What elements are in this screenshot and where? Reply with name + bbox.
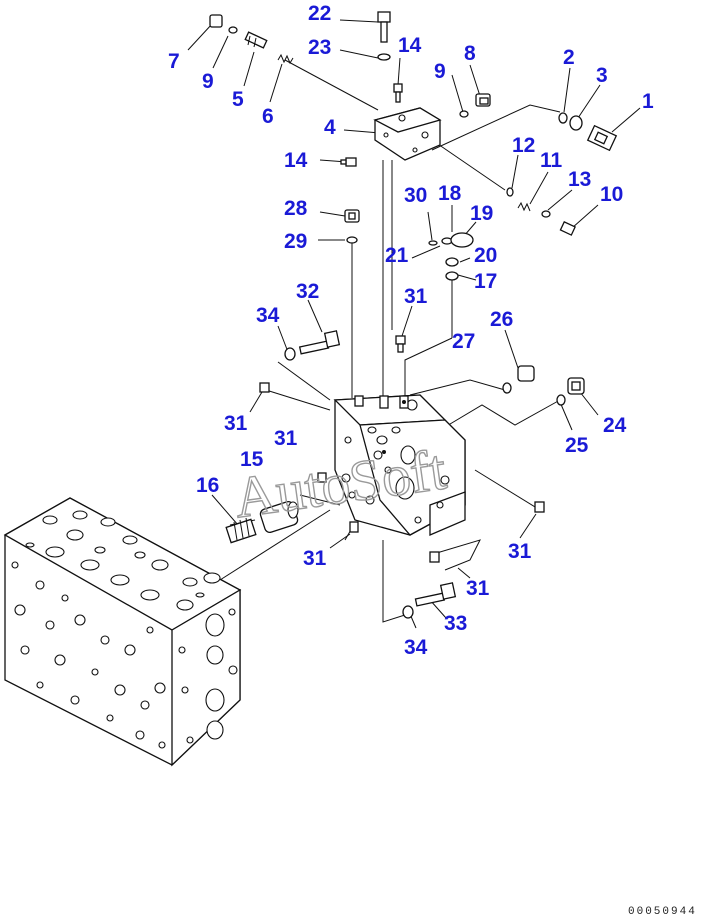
bolt-icon <box>298 330 341 355</box>
callout-9b: 9 <box>434 60 446 83</box>
callout-29: 29 <box>284 230 307 253</box>
callout-30: 30 <box>404 184 427 207</box>
plug-icon <box>209 14 223 28</box>
callout-19: 19 <box>470 202 493 225</box>
spool-icon <box>244 31 268 49</box>
callout-28: 28 <box>284 197 308 220</box>
callout-4: 4 <box>324 116 336 139</box>
callout-31-left: 31 <box>224 412 248 435</box>
callout-34-top: 34 <box>256 304 280 327</box>
bolt-icon <box>377 11 391 43</box>
callout-27: 27 <box>452 330 475 353</box>
callout-31-mid: 31 <box>274 427 298 450</box>
callout-16: 16 <box>196 474 219 497</box>
callout-25: 25 <box>565 434 589 457</box>
o-ring-icon <box>556 394 566 406</box>
callout-31-bottom: 31 <box>466 577 490 600</box>
pressure-sensor-icon <box>586 124 618 152</box>
callout-13: 13 <box>568 168 591 191</box>
callout-1: 1 <box>642 90 654 113</box>
o-ring-icon <box>558 112 568 124</box>
washer-icon <box>402 605 414 619</box>
small-parts <box>209 11 618 619</box>
plug-icon <box>344 209 360 223</box>
small-bolt-icon <box>349 521 359 533</box>
callout-9: 9 <box>202 70 214 93</box>
spring-icon <box>225 517 257 544</box>
main-valve-body <box>3 497 242 767</box>
center-valve-block <box>333 394 466 536</box>
pilot-valve-block <box>373 107 442 161</box>
callout-12: 12 <box>512 134 535 157</box>
plug-icon <box>517 365 535 382</box>
spring-icon <box>277 53 294 65</box>
small-bolt-icon <box>395 335 406 353</box>
small-bolt-icon <box>429 551 440 563</box>
callout-3: 3 <box>596 64 608 87</box>
small-bolt-icon <box>534 501 545 513</box>
callout-14b: 14 <box>284 149 308 172</box>
small-bolt-icon <box>340 157 357 167</box>
callout-14: 14 <box>398 34 422 57</box>
callout-15: 15 <box>240 448 264 471</box>
o-ring-icon <box>228 26 238 34</box>
seal-icon <box>445 257 459 267</box>
callout-33: 33 <box>444 612 467 635</box>
callout-10: 10 <box>600 183 623 206</box>
plug-icon <box>567 377 585 395</box>
plug-icon <box>475 93 491 107</box>
o-ring-icon <box>506 187 514 197</box>
o-ring-icon <box>346 236 358 244</box>
callout-21: 21 <box>385 244 409 267</box>
side-face-holes <box>11 561 166 749</box>
callout-22: 22 <box>308 2 331 25</box>
callout-6: 6 <box>262 105 274 128</box>
callout-17: 17 <box>474 270 497 293</box>
spring-icon <box>517 201 531 212</box>
small-bolt-icon <box>393 83 403 103</box>
callout-24: 24 <box>603 414 627 437</box>
callout-31-top: 31 <box>404 285 428 308</box>
washer-icon <box>377 53 391 61</box>
drawing-number: 00050944 <box>628 906 697 918</box>
o-ring-icon <box>502 382 512 394</box>
small-bolt-icon <box>317 472 327 483</box>
callout-5: 5 <box>232 88 244 111</box>
callout-34-bottom: 34 <box>404 636 428 659</box>
callout-31-right: 31 <box>508 540 532 563</box>
o-ring-icon <box>459 110 469 118</box>
leader-lines <box>187 19 641 629</box>
callout-26: 26 <box>490 308 513 331</box>
o-ring-icon <box>569 115 583 131</box>
washer-icon <box>284 347 296 361</box>
callout-32: 32 <box>296 280 319 303</box>
callout-8: 8 <box>464 42 476 65</box>
callout-2: 2 <box>563 46 575 69</box>
bolt-icon <box>414 582 457 607</box>
callout-7: 7 <box>168 50 180 73</box>
top-face-holes <box>25 510 221 611</box>
o-ring-icon <box>541 210 551 218</box>
callout-20: 20 <box>474 244 497 267</box>
callout-labels: 1 2 3 4 5 6 7 8 9 9 10 11 12 13 14 14 15… <box>168 2 654 659</box>
callout-23: 23 <box>308 36 331 59</box>
end-face-holes <box>178 608 238 744</box>
callout-18: 18 <box>438 182 462 205</box>
plug-icon <box>559 220 576 236</box>
callout-31-lower: 31 <box>303 547 327 570</box>
o-ring-icon <box>428 240 438 246</box>
seal-icon <box>450 232 474 248</box>
spool-icon <box>259 500 299 534</box>
o-ring-icon <box>445 271 459 281</box>
callout-11: 11 <box>540 149 563 172</box>
small-bolt-icon <box>259 382 270 393</box>
